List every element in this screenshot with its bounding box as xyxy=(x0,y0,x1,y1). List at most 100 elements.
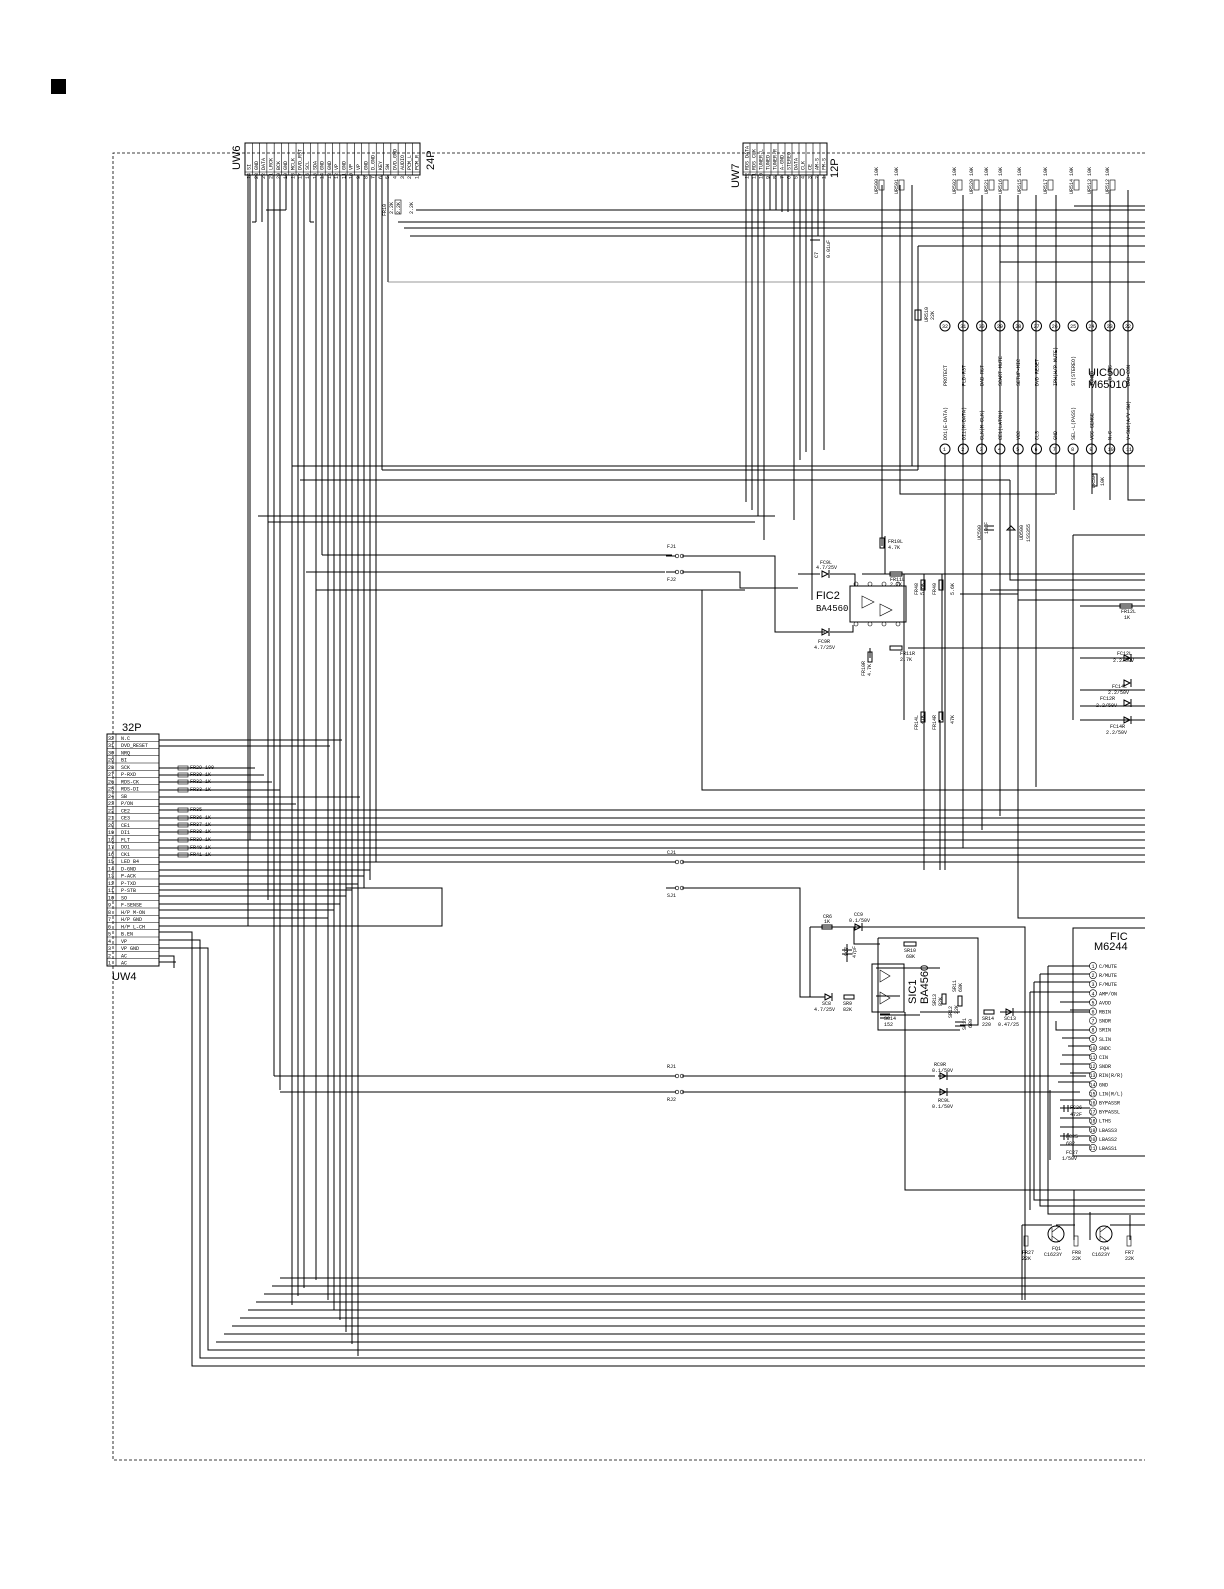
uw4-pin-label: P-STB xyxy=(121,888,136,894)
uw4-pin-label: BI xyxy=(121,758,127,764)
uic500-bottom-pin-name: CLS xyxy=(1035,431,1041,440)
uw7-pin-label: A-GND xyxy=(780,155,786,170)
fr11l-value: 2.7K xyxy=(890,582,902,588)
sc7-value: 47pF xyxy=(852,946,858,958)
jumper-label: FJ1 xyxy=(667,544,676,550)
fr48-value: 5.6K xyxy=(920,583,926,595)
m62-pin-number: 8 xyxy=(1092,1028,1095,1034)
fr11r-label: FR11R xyxy=(900,651,915,657)
uic500-bottom-pin-number: 5 xyxy=(1016,447,1019,453)
fc12l-label: FC12L xyxy=(1117,651,1132,657)
m62-part: M6244 xyxy=(1094,941,1128,953)
uw4-pin-label: RDS-CK xyxy=(121,779,139,785)
rc9r-label: RC9R xyxy=(934,1062,946,1068)
uw6-pin-label: PCM_R xyxy=(414,155,420,170)
uw4-pin-label: AC xyxy=(121,953,127,959)
uw4-pin-number: 6 xyxy=(108,924,111,930)
uw4-pin-number: 4 xyxy=(108,939,111,945)
uic500-top-pin-number: 27 xyxy=(1034,324,1040,330)
uw4-pin-number: 19 xyxy=(108,830,114,836)
uw6-pin-label: GND xyxy=(254,161,260,170)
uw4-pin-label: D-GND xyxy=(121,866,136,872)
uw6-pin-label: DATA xyxy=(261,158,267,170)
uw6-pin-number: 9 xyxy=(356,176,362,179)
uic500-bottom-pin-number: 1 xyxy=(943,447,946,453)
fc27-value: 1/50V xyxy=(1062,1156,1077,1162)
m62-pin-number: 10 xyxy=(1090,1046,1096,1052)
uic500-bottom-pin-number: 3 xyxy=(980,447,983,453)
uic500-bottom-pin-number: 8 xyxy=(1071,447,1074,453)
uic500-bottom-pin-number: 11 xyxy=(1126,447,1132,453)
uw4-pin-number: 1 xyxy=(108,961,111,967)
uic500-top-pin-number: 25 xyxy=(1070,324,1076,330)
fc14r-value: 2.2/50V xyxy=(1106,730,1127,736)
uw4-pin-label: RDS-DI xyxy=(121,787,139,793)
m62-pin-name: CIN xyxy=(1099,1055,1108,1061)
uw4-pin-label: P-TXD xyxy=(121,881,136,887)
uic500-top-pin-name: ST(STEREO) xyxy=(1071,356,1077,386)
m62-parts: FC26 472F FC25 682 FC27 1/50V xyxy=(1062,1105,1082,1162)
uw6-pin-label: SDA xyxy=(312,161,318,170)
rc9l-label: RC9L xyxy=(938,1098,950,1104)
uw7-pin-number: 9 xyxy=(766,176,772,179)
fr10r-label: FR10R xyxy=(861,661,867,676)
fc25-value: 682 xyxy=(1066,1141,1075,1147)
uw4-pin-number: 18 xyxy=(108,837,114,843)
jumper-label: SJ1 xyxy=(667,893,676,899)
m62-pin-name: RBIN xyxy=(1099,1010,1111,1016)
sc11-value: 680 xyxy=(968,1019,974,1028)
uw4-pin-label: H/P L-CH xyxy=(121,924,145,930)
uw4-pin-number: 31 xyxy=(108,743,114,749)
uw6-pin-count: 24P xyxy=(425,150,437,170)
fc12l-value: 2.2/50V xyxy=(1113,658,1134,664)
fr14l-value: 47K xyxy=(920,715,926,724)
fr48-label: FR48 xyxy=(914,583,920,595)
m62-pin-number: 4 xyxy=(1092,991,1095,997)
m62-pin-name: C/MUTE xyxy=(1099,964,1117,970)
uw4-pin-number: 10 xyxy=(108,895,114,901)
uw6-pin-label: GND xyxy=(341,161,347,170)
cr6-label: CR6 xyxy=(823,914,832,920)
uw4-pin-label: LED B4 xyxy=(121,859,139,865)
uw7-pin-number: 3 xyxy=(808,176,814,179)
uw6-pin-number: 8 xyxy=(363,176,369,179)
fr10-val-3: 2.2K xyxy=(409,202,415,214)
m62-pin-name: LTHS xyxy=(1099,1119,1111,1125)
uic500-bottom-pin-number: 10 xyxy=(1108,447,1114,453)
uw7-pin-label: RDS CLK xyxy=(752,149,758,170)
jumper-label: RJ2 xyxy=(667,1097,676,1103)
uw6-pin-number: 16 xyxy=(305,173,311,179)
sr10-label: SR10 xyxy=(904,948,916,954)
uw4-pin-number: 3 xyxy=(108,946,111,952)
uw4-pin-number: 15 xyxy=(108,859,114,865)
sc14-label: SC14 xyxy=(884,1016,896,1022)
uic500-top-pin-name: DAB RST xyxy=(980,365,986,386)
uw4-pin-label: VP GND xyxy=(121,946,139,952)
m62-pin-number: 1 xyxy=(1092,964,1095,970)
fr10-label: FR10 xyxy=(382,204,388,216)
uw4-pin-label: DO1 xyxy=(121,845,130,851)
fc14r-label: FC14R xyxy=(1110,724,1125,730)
ur504-value: 10K xyxy=(1100,477,1106,486)
uic500-part: M65010 xyxy=(1088,379,1128,391)
fr14r-value: 47K xyxy=(950,715,956,724)
top-resistor-label: UR514 10K xyxy=(1069,167,1075,194)
sic1-parts: CR6 1K CC9 0.1/50V SR10 68K SC7 47pF SC8… xyxy=(814,912,1019,1030)
cc9-value: 0.1/50V xyxy=(849,918,870,924)
uw6-pin-label: DVD_RST xyxy=(298,149,304,170)
uw4-pin-number: 12 xyxy=(108,881,114,887)
uw4-pin-label: N.C xyxy=(121,736,130,742)
uw4-pin-number: 5 xyxy=(108,932,111,938)
uic500-top-pin-number: 31 xyxy=(960,324,966,330)
uw4-pin-label: FLT xyxy=(121,837,130,843)
uw6-pin-label: SW xyxy=(385,164,391,170)
uic500-top-pin-number: 24 xyxy=(1088,324,1094,330)
rc9r-value: 0.1/50V xyxy=(932,1068,953,1074)
uic500-bottom-pin-name: N.C xyxy=(1108,431,1114,440)
m62-pin-name: SNDR xyxy=(1099,1019,1111,1025)
uw7-pin-number: 5 xyxy=(794,176,800,179)
fr10-val-2: 2.2K xyxy=(396,202,402,214)
uic500-top-pin-number: 28 xyxy=(1015,324,1021,330)
